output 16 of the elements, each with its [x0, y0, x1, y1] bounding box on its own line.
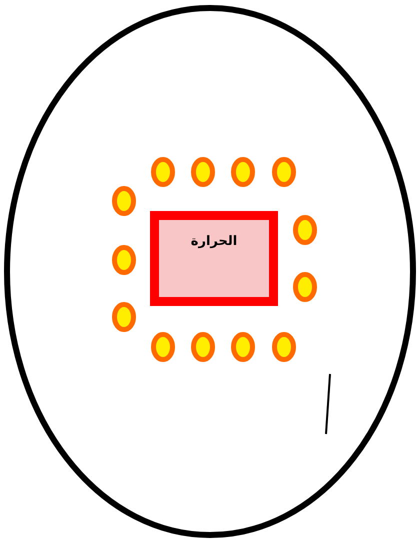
dot-circle	[272, 157, 296, 187]
dot-circle	[293, 215, 317, 245]
dot-circle	[112, 186, 136, 216]
box-label: الحرارة	[190, 234, 238, 249]
dot-circle	[112, 302, 136, 332]
dot-circle	[151, 332, 175, 362]
dot-circle	[272, 332, 296, 362]
dot-circle	[151, 157, 175, 187]
dot-circle	[231, 332, 255, 362]
dot-circle	[112, 245, 136, 275]
dot-circle	[293, 272, 317, 302]
dot-circle	[191, 332, 215, 362]
outer-circle	[4, 5, 416, 538]
dot-circle	[231, 157, 255, 187]
dot-circle	[191, 157, 215, 187]
label-box	[150, 211, 278, 306]
